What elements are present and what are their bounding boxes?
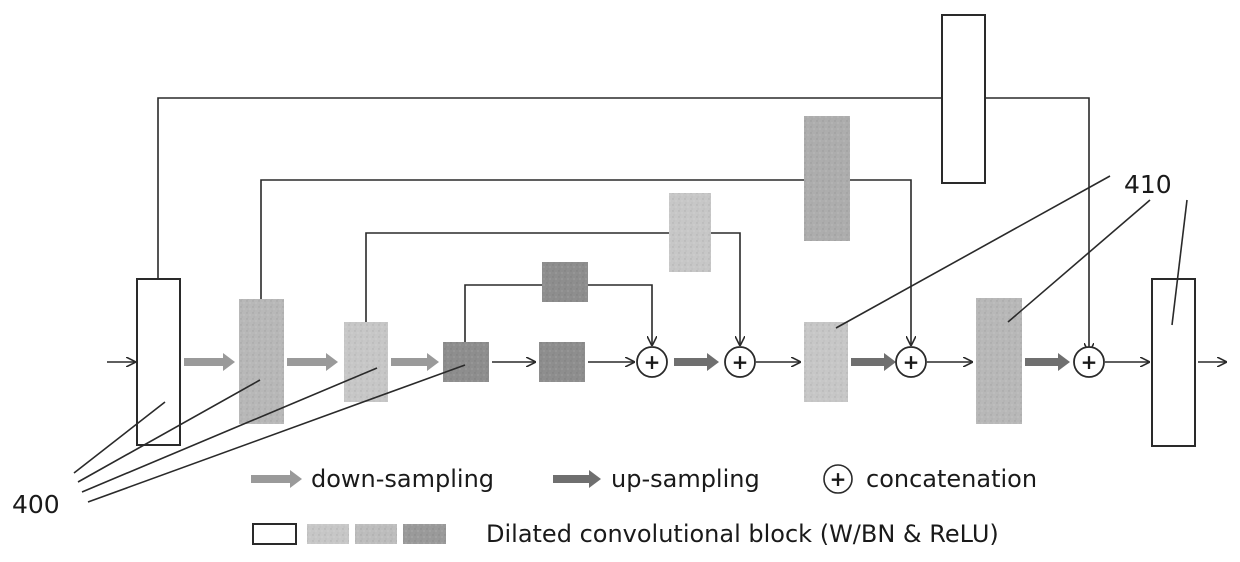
legend-concatenation-symbol: +	[824, 465, 852, 493]
up-sampling-arrow	[851, 353, 896, 371]
concatenation-node: +	[1074, 347, 1104, 377]
legend-up-sampling-label: up-sampling	[611, 465, 760, 493]
output-block	[1152, 279, 1195, 446]
svg-text:+: +	[830, 467, 847, 491]
legend-down-sampling-label: down-sampling	[311, 465, 494, 493]
svg-text:+: +	[644, 350, 661, 374]
skip-block-level-0	[942, 15, 985, 183]
down-sampling-arrow	[287, 353, 338, 371]
legend-concatenation-label: concatenation	[866, 465, 1037, 493]
skip-connection-level-2	[366, 233, 669, 323]
up-sampling-arrow	[674, 353, 719, 371]
svg-text:+: +	[903, 350, 920, 374]
svg-text:+: +	[1081, 350, 1098, 374]
down-sampling-arrow	[391, 353, 439, 371]
encoder-block-0	[137, 279, 180, 445]
legend: down-sampling up-sampling + concatenatio…	[251, 465, 1037, 548]
concatenation-node: +	[725, 347, 755, 377]
svg-text:+: +	[732, 350, 749, 374]
concatenation-node: +	[896, 347, 926, 377]
callout-label-410: 410	[1124, 170, 1172, 199]
skip-connection-level-3-down	[588, 285, 652, 345]
skip-connection-level-3	[465, 285, 542, 342]
skip-connection-level-2-down	[711, 233, 740, 345]
skip-connection-level-1-down	[850, 180, 911, 345]
up-sampling-arrow	[1025, 353, 1070, 371]
legend-block-label: Dilated convolutional block (W/BN & ReLU…	[486, 520, 999, 548]
skip-connection-level-1	[261, 180, 804, 300]
legend-up-sampling-swatch	[553, 470, 601, 488]
callout-label-400: 400	[12, 490, 60, 519]
legend-block-swatch-white	[253, 524, 296, 544]
legend-down-sampling-swatch	[251, 470, 302, 488]
concatenation-node: +	[637, 347, 667, 377]
down-sampling-arrow	[184, 353, 235, 371]
